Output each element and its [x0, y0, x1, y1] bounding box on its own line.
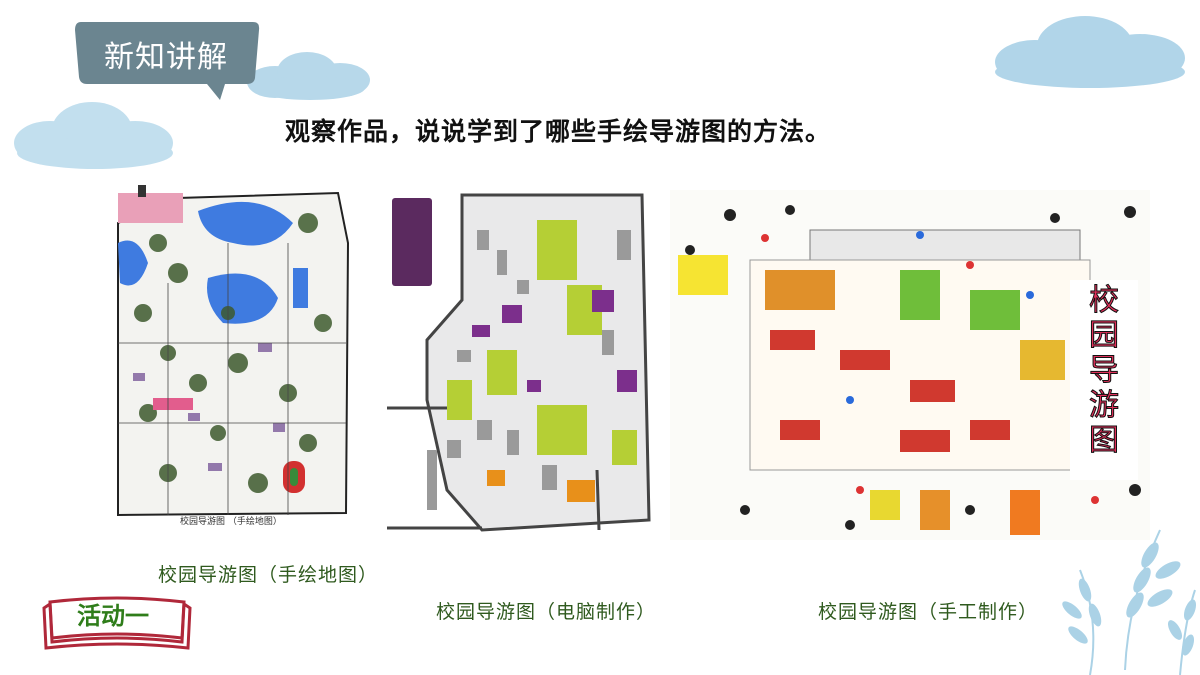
handmade-map-title-char: 导 — [1089, 353, 1119, 388]
section-tag-bubble — [75, 22, 260, 100]
handmade-campus-map: 校 园 导 游 图 — [670, 190, 1150, 540]
handmade-map-title-char: 园 — [1089, 318, 1119, 353]
cloud-left — [14, 102, 173, 169]
handmade-map-title-char: 图 — [1089, 423, 1119, 458]
activity-badge-frame — [42, 596, 192, 650]
handmade-map-title-char: 校 — [1089, 283, 1119, 318]
section-tag-label: 新知讲解 — [104, 40, 228, 75]
cloud-top-left — [247, 52, 370, 100]
hand-drawn-map-inner-caption: 校园导游图 （手绘地图） — [180, 517, 282, 527]
handmade-map-title-char: 游 — [1089, 388, 1119, 423]
computer-campus-map — [387, 190, 657, 535]
caption-computer-map: 校园导游图（电脑制作） — [436, 601, 657, 623]
decorative-leaves — [1062, 529, 1197, 675]
activity-label: 活动一 — [77, 602, 149, 630]
cloud-top-right — [995, 16, 1185, 88]
hand-drawn-campus-map — [117, 185, 350, 517]
instruction-title: 观察作品，说说学到了哪些手绘导游图的方法。 — [285, 117, 832, 146]
caption-handmade-map: 校园导游图（手工制作） — [818, 601, 1039, 623]
caption-hand-drawn-map: 校园导游图（手绘地图） — [158, 564, 379, 586]
